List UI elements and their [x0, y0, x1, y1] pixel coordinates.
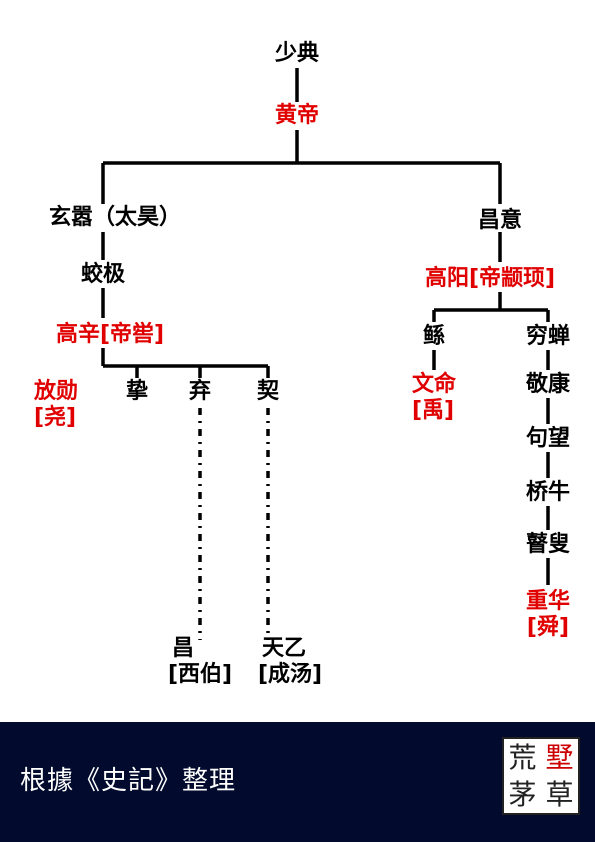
fangxun-alias: [尧]	[33, 405, 77, 430]
tianyi-alias: [成汤]	[257, 662, 323, 687]
node-zhi: 挚	[125, 379, 149, 404]
seal-char-4: 草	[545, 777, 574, 811]
wenming-alias: [禹]	[411, 398, 455, 423]
node-xie: 契	[256, 379, 280, 404]
node-xuanxiao: 玄嚣（太昊）	[48, 205, 182, 230]
footer-bar: 根據《史記》整理 荒 墅 茅 草	[0, 722, 595, 842]
node-jiaoji: 蛟极	[80, 262, 126, 287]
tree-lines	[101, 68, 550, 640]
seal-char-3: 茅	[508, 777, 537, 811]
chonghua-alias: [舜]	[526, 615, 570, 640]
tianyi-name: 天乙	[261, 636, 306, 661]
node-shaodian: 少典	[274, 41, 320, 66]
node-qiaoniu: 桥牛	[525, 480, 571, 505]
node-wenming: 文命 [禹]	[412, 372, 456, 424]
node-changyi: 昌意	[477, 208, 523, 233]
node-gaoyang: 高阳[帝颛顼]	[424, 266, 556, 291]
node-qiongchan: 穷蝉	[525, 324, 571, 349]
node-qi: 弃	[188, 379, 212, 404]
node-gaoxin: 高辛[帝喾]	[55, 322, 165, 347]
node-gun: 鲧	[422, 324, 446, 349]
seal-char-2: 墅	[545, 740, 574, 774]
node-juwang: 句望	[525, 426, 571, 451]
fangxun-name: 放勋	[33, 379, 79, 404]
node-jingkang: 敬康	[525, 372, 571, 397]
footer-caption: 根據《史記》整理	[20, 766, 237, 796]
chang-name: 昌	[171, 636, 194, 661]
chonghua-name: 重华	[525, 589, 571, 614]
seal-char-1: 荒	[508, 740, 537, 774]
chang-alias: [西伯]	[167, 662, 233, 687]
node-gusou: 瞽叟	[525, 532, 571, 557]
seal-logo: 荒 墅 茅 草	[502, 737, 580, 815]
wenming-name: 文命	[411, 372, 457, 397]
node-tianyi: 天乙 [成汤]	[258, 636, 322, 688]
node-fangxun: 放勋 [尧]	[34, 379, 78, 431]
node-chang: 昌 [西伯]	[168, 636, 232, 688]
genealogy-chart: 少典 黄帝 玄嚣（太昊） 昌意 蛟极 高阳[帝颛顼] 高辛[帝喾] 鲧 穷蝉 放…	[34, 41, 571, 688]
node-chonghua: 重华 [舜]	[526, 589, 570, 641]
node-huangdi: 黄帝	[274, 103, 320, 128]
